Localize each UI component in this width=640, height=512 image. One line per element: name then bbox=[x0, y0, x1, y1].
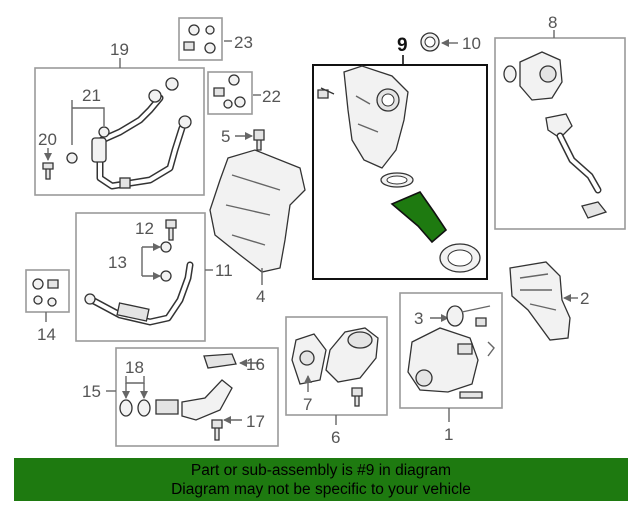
group-6 bbox=[285, 316, 388, 425]
group-22 bbox=[207, 71, 261, 115]
callout-23: 23 bbox=[234, 33, 253, 52]
callout-22: 22 bbox=[262, 87, 281, 106]
callout-7: 7 bbox=[303, 395, 312, 414]
callout-6: 6 bbox=[331, 428, 340, 447]
callout-16: 16 bbox=[246, 355, 265, 374]
part-10 bbox=[420, 32, 458, 52]
parts-diagram: 19 21 20 23 22 5 12 13 11 4 14 18 16 15 … bbox=[25, 13, 626, 447]
group-1 bbox=[399, 292, 503, 422]
group-14 bbox=[25, 269, 70, 322]
callout-2: 2 bbox=[580, 289, 589, 308]
group-15 bbox=[106, 347, 279, 447]
group-19 bbox=[34, 58, 205, 196]
group-23 bbox=[178, 17, 232, 61]
callout-11: 11 bbox=[215, 261, 233, 280]
banner-line-1: Part or sub-assembly is #9 in diagram bbox=[190, 462, 452, 479]
callout-4: 4 bbox=[256, 287, 265, 306]
callout-5: 5 bbox=[221, 127, 230, 146]
callout-10: 10 bbox=[462, 34, 481, 53]
group-11 bbox=[75, 212, 213, 342]
group-8 bbox=[494, 30, 626, 230]
callout-18: 18 bbox=[125, 358, 144, 377]
part-2 bbox=[509, 261, 578, 341]
callout-14: 14 bbox=[37, 325, 56, 344]
callout-8: 8 bbox=[548, 13, 557, 32]
callout-9: 9 bbox=[397, 35, 408, 56]
callout-15: 15 bbox=[82, 382, 101, 401]
group-9-highlighted bbox=[312, 55, 488, 280]
callout-17: 17 bbox=[246, 412, 265, 431]
banner-line-2: Diagram may not be specific to your vehi… bbox=[171, 481, 471, 498]
info-banner: Part or sub-assembly is #9 in diagram Di… bbox=[14, 458, 628, 501]
callout-1: 1 bbox=[444, 425, 453, 444]
callout-3: 3 bbox=[414, 309, 423, 328]
callout-21: 21 bbox=[82, 86, 101, 105]
callout-20: 20 bbox=[38, 130, 57, 149]
part-4 bbox=[209, 149, 306, 285]
callout-12: 12 bbox=[135, 219, 154, 238]
callout-19: 19 bbox=[110, 40, 129, 59]
callout-13: 13 bbox=[108, 253, 127, 272]
part-5 bbox=[235, 129, 265, 151]
